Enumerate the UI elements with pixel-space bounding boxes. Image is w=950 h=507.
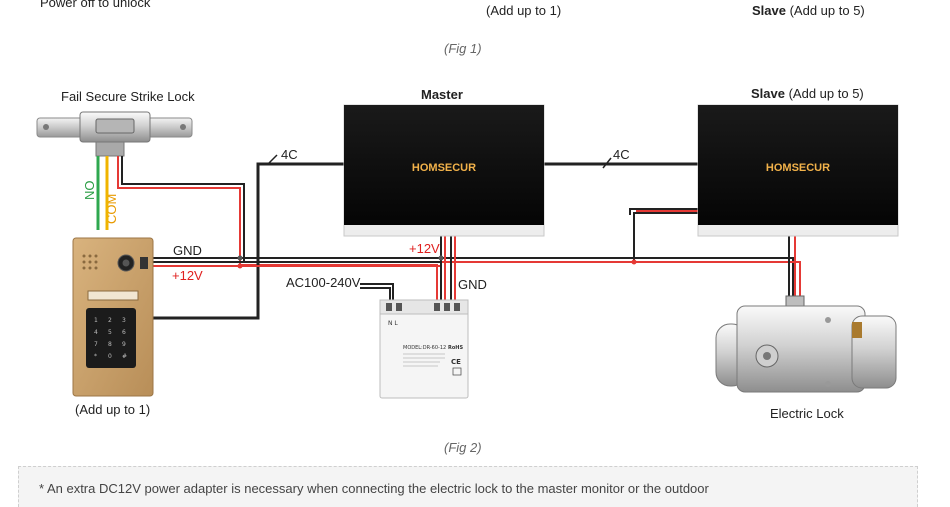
strike-lock: [36, 111, 193, 157]
psu-rohs: RoHS: [448, 345, 463, 351]
fig1-caption: (Fig 1): [444, 41, 482, 56]
psu-terminals: N L: [388, 320, 398, 327]
gnd-left-label: GND: [173, 243, 202, 258]
master-monitor: HOMSECUR: [343, 104, 545, 237]
slave-label: Slave (Add up to 5): [751, 86, 864, 101]
slave-brand: HOMSECUR: [766, 162, 830, 174]
svg-text:3: 3: [122, 317, 126, 324]
master-label: Master: [421, 87, 463, 102]
svg-text:7: 7: [94, 341, 98, 348]
svg-text:1: 1: [94, 317, 98, 324]
psu-ce: CE: [451, 358, 461, 366]
electric-lock-label: Electric Lock: [770, 406, 844, 421]
slave-label-suffix: (Add up to 5): [784, 86, 864, 101]
svg-text:*: *: [94, 353, 97, 360]
svg-text:0: 0: [108, 353, 112, 360]
electric-lock: [715, 295, 897, 393]
cable-4c-left-label: 4C: [281, 147, 298, 162]
v12-left-label: +12V: [172, 268, 203, 283]
top-right-suffix: (Add up to 5): [785, 3, 865, 18]
cable-4c-right-label: 4C: [613, 147, 630, 162]
svg-text:4: 4: [94, 329, 98, 336]
note-box: * An extra DC12V power adapter is necess…: [18, 466, 918, 507]
strike-lock-label: Fail Secure Strike Lock: [61, 89, 195, 104]
psu-model: MODEL:DR-60-12: [403, 345, 446, 351]
svg-text:5: 5: [108, 329, 112, 336]
svg-text:8: 8: [108, 341, 112, 348]
master-brand: HOMSECUR: [412, 162, 476, 174]
svg-text:2: 2: [108, 317, 112, 324]
top-middle-text: (Add up to 1): [486, 3, 562, 18]
v12-mid-label: +12V: [409, 241, 440, 256]
outdoor-count-label: (Add up to 1): [75, 402, 151, 417]
outdoor-station: 1 2 3 4 5 6 7 8 9 * 0 #: [72, 237, 154, 397]
ac-input-label: AC100-240V: [286, 275, 361, 290]
top-right-text: Slave (Add up to 5): [752, 3, 865, 18]
top-right-bold: Slave: [752, 3, 786, 18]
power-supply: N L MODEL:DR-60-12 RoHS CE: [379, 299, 469, 399]
note-text: * An extra DC12V power adapter is necess…: [39, 481, 709, 496]
slave-monitor: HOMSECUR: [697, 104, 899, 237]
slave-label-bold: Slave: [751, 86, 785, 101]
gnd-mid-label: GND: [458, 277, 487, 292]
top-left-text: Power off to unlock: [40, 0, 151, 10]
fig2-caption: (Fig 2): [444, 440, 482, 455]
svg-text:6: 6: [122, 329, 126, 336]
svg-text:9: 9: [122, 341, 126, 348]
svg-text:#: #: [122, 353, 127, 360]
